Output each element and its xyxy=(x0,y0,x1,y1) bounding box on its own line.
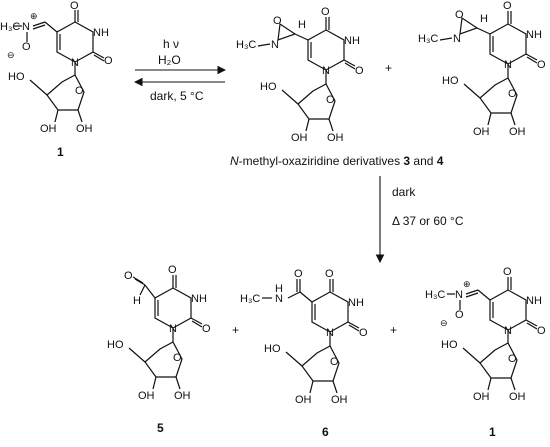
svg-text:O: O xyxy=(503,0,512,12)
compound-1-bottom-structure xyxy=(447,277,538,391)
svg-text:O: O xyxy=(503,266,512,278)
compound-6-structure xyxy=(262,279,360,394)
svg-text:H: H xyxy=(133,295,141,307)
svg-text:H₃C: H₃C xyxy=(240,293,260,305)
condition-reverse: dark, 5 °C xyxy=(150,89,204,103)
svg-text:O: O xyxy=(173,352,182,364)
compound-label-1-bottom: 1 xyxy=(489,425,496,439)
svg-text:NH: NH xyxy=(344,35,360,47)
svg-text:O: O xyxy=(508,88,517,100)
svg-text:HO: HO xyxy=(260,81,277,93)
svg-text:OH: OH xyxy=(473,126,490,138)
svg-text:OH: OH xyxy=(473,391,490,403)
compound-4-structure xyxy=(439,11,538,126)
svg-text:OH: OH xyxy=(291,132,308,144)
svg-text:O: O xyxy=(537,59,546,71)
svg-text:HO: HO xyxy=(107,339,124,351)
svg-text:HO: HO xyxy=(441,339,458,351)
svg-text:O: O xyxy=(326,94,335,106)
plus-sign-bottom-1: + xyxy=(232,323,239,337)
compound-6-atoms: O O NH O N N H H₃C O HO OH OH xyxy=(240,268,368,406)
svg-text:H₃C: H₃C xyxy=(236,39,256,51)
svg-text:H: H xyxy=(480,13,488,25)
svg-text:N: N xyxy=(322,65,330,77)
svg-text:O: O xyxy=(537,325,546,337)
svg-text:O: O xyxy=(455,309,464,321)
compound-5-atoms: O NH O N O H O HO OH OH xyxy=(107,264,211,402)
svg-text:O: O xyxy=(273,15,282,27)
svg-text:OH: OH xyxy=(138,390,155,402)
svg-text:⊖: ⊖ xyxy=(440,318,448,328)
svg-text:N: N xyxy=(455,289,463,301)
svg-text:⊕: ⊕ xyxy=(30,11,38,21)
plus-sign-top: + xyxy=(385,61,392,75)
svg-text:OH: OH xyxy=(40,123,57,135)
svg-text:OH: OH xyxy=(331,394,348,406)
svg-text:O: O xyxy=(124,270,133,282)
plus-sign-bottom-2: + xyxy=(390,323,397,337)
svg-text:OH: OH xyxy=(509,126,526,138)
svg-text:O: O xyxy=(75,85,84,97)
svg-text:N: N xyxy=(504,59,512,71)
compound-3-structure xyxy=(257,17,356,132)
compound-label-6: 6 xyxy=(322,425,329,439)
svg-text:N: N xyxy=(271,39,279,51)
svg-text:HO: HO xyxy=(442,75,459,87)
svg-text:O: O xyxy=(508,353,517,365)
svg-text:H: H xyxy=(275,283,283,295)
compound-5-structure xyxy=(128,275,203,390)
compound-1-top-structure xyxy=(14,10,105,123)
svg-text:N: N xyxy=(326,327,334,339)
svg-text:⊕: ⊕ xyxy=(463,279,471,289)
svg-text:OH: OH xyxy=(327,132,344,144)
equilibrium-arrows xyxy=(133,65,227,87)
svg-text:NH: NH xyxy=(93,27,109,39)
svg-text:O: O xyxy=(202,323,211,335)
svg-text:OH: OH xyxy=(295,394,312,406)
svg-text:NH: NH xyxy=(348,297,364,309)
svg-text:NH: NH xyxy=(191,293,207,305)
svg-text:H₃C: H₃C xyxy=(418,33,438,45)
compound-3-atoms: O NH O N O H N H₃C O HO OH OH xyxy=(236,6,364,144)
condition-heat: Δ 37 or 60 °C xyxy=(392,214,464,228)
compound-4-atoms: O NH O N O H N H₃C O HO OH OH xyxy=(418,0,546,138)
svg-text:HO: HO xyxy=(8,71,25,83)
svg-text:NH: NH xyxy=(526,295,542,307)
svg-text:H₃C: H₃C xyxy=(425,289,445,301)
svg-text:O: O xyxy=(70,0,79,12)
condition-dark: dark xyxy=(392,185,416,199)
condition-light: h ν xyxy=(163,37,179,51)
compound-1-bottom-atoms: O NH O N H₃C N ⊕ O ⊖ O HO OH OH xyxy=(425,266,546,403)
svg-text:O: O xyxy=(294,268,303,280)
svg-text:H₃C: H₃C xyxy=(0,21,20,33)
condition-water: H₂O xyxy=(158,53,181,67)
svg-text:O: O xyxy=(359,327,368,339)
compound-label-5: 5 xyxy=(157,421,164,435)
svg-text:O: O xyxy=(168,264,177,276)
svg-text:O: O xyxy=(321,6,330,18)
svg-text:H: H xyxy=(298,19,306,31)
svg-text:N: N xyxy=(169,323,177,335)
compound-1-top-atoms: O NH O N H₃C N ⊕ O ⊖ O HO OH OH xyxy=(0,0,113,135)
svg-text:O: O xyxy=(330,356,339,368)
svg-text:⊖: ⊖ xyxy=(7,50,15,60)
svg-text:NH: NH xyxy=(526,29,542,41)
svg-text:O: O xyxy=(325,268,334,280)
svg-text:O: O xyxy=(355,65,364,77)
svg-text:O: O xyxy=(455,9,464,21)
compound-label-1-top: 1 xyxy=(57,145,64,159)
svg-text:OH: OH xyxy=(509,391,526,403)
oxaziridine-caption: N-methyl-oxaziridine derivatives 3 and 4 xyxy=(230,154,444,168)
svg-text:N: N xyxy=(22,21,30,33)
svg-text:O: O xyxy=(22,41,31,53)
svg-text:OH: OH xyxy=(76,123,93,135)
svg-text:HO: HO xyxy=(264,343,281,355)
svg-text:N: N xyxy=(275,293,283,305)
svg-text:N: N xyxy=(453,33,461,45)
svg-text:N: N xyxy=(504,325,512,337)
svg-text:OH: OH xyxy=(174,390,191,402)
svg-text:N: N xyxy=(71,57,79,69)
svg-text:O: O xyxy=(104,55,113,67)
